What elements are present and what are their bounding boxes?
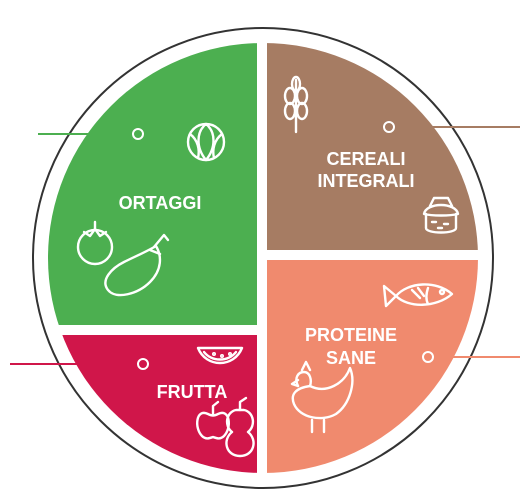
section-cereali — [267, 43, 478, 250]
label-frutta: FRUTTA — [157, 382, 228, 402]
wheat-icon — [283, 75, 309, 134]
connector-cereali — [383, 121, 520, 133]
apple-icon — [196, 400, 230, 440]
label-proteine-line2: SANE — [326, 348, 376, 368]
watermelon-icon — [196, 346, 244, 365]
section-ortaggi — [48, 43, 257, 325]
plate-outer-rim — [32, 27, 494, 489]
cabbage-icon — [186, 122, 226, 162]
chicken-icon — [290, 360, 354, 434]
connector-ortaggi — [38, 128, 144, 140]
tomato-icon — [76, 220, 114, 266]
label-ortaggi: ORTAGGI — [119, 193, 202, 213]
fish-icon — [382, 283, 454, 308]
eggplant-icon — [104, 233, 170, 297]
label-cereali-line2: INTEGRALI — [318, 171, 415, 191]
pear-icon — [225, 396, 255, 458]
label-proteine-line1: PROTEINE — [305, 325, 397, 345]
connector-proteine — [422, 351, 520, 363]
label-cereali-line1: CEREALI — [326, 149, 405, 169]
grain-sack-icon — [422, 196, 460, 234]
connector-frutta — [10, 358, 149, 370]
